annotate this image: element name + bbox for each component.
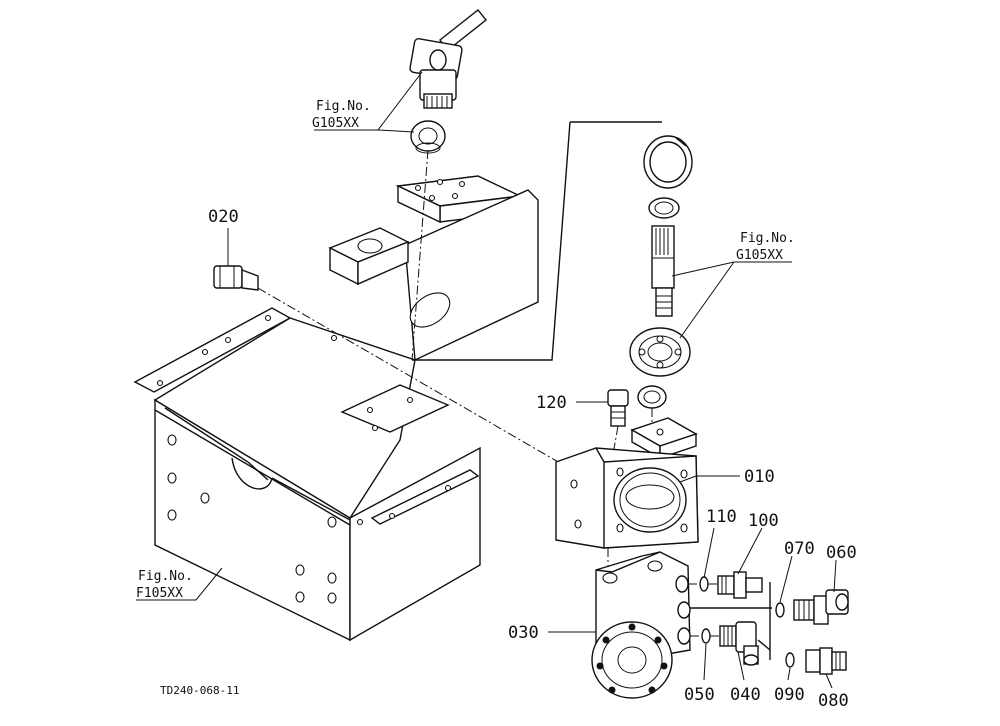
fig-ref-right-line2: G105XX — [736, 248, 783, 263]
part-020-bolt — [213, 265, 561, 464]
label-070: 070 — [784, 539, 815, 559]
frame-assembly — [133, 175, 539, 642]
fig-ref-right-line1: Fig.No. — [740, 231, 795, 246]
label-090: 090 — [774, 685, 805, 705]
fig-ref-left-line2: F105XX — [136, 586, 183, 601]
steering-column-joint — [409, 9, 487, 361]
part-030-steering-unit — [591, 551, 691, 699]
shaft-bearing-assembly — [412, 121, 693, 435]
figure-reference-labels: Fig.No. G105XX Fig.No. G105XX Fig.No. F1… — [136, 99, 795, 601]
leader-lines — [136, 71, 837, 689]
fig-ref-top-line1: Fig.No. — [316, 99, 371, 114]
label-050: 050 — [684, 685, 715, 705]
label-080: 080 — [818, 691, 849, 711]
part-010-bracket — [555, 417, 699, 566]
drawing-code: TD240-068-11 — [160, 684, 239, 697]
fittings-group — [688, 571, 849, 675]
fig-ref-top-line2: G105XX — [312, 116, 359, 131]
label-040: 040 — [730, 685, 761, 705]
label-060: 060 — [826, 543, 857, 563]
label-020: 020 — [208, 207, 239, 227]
part-number-labels: 020 120 010 030 110 100 070 060 050 040 … — [208, 207, 857, 711]
label-110: 110 — [706, 507, 737, 527]
label-030: 030 — [508, 623, 539, 643]
label-010: 010 — [744, 467, 775, 487]
label-120: 120 — [536, 393, 567, 413]
label-100: 100 — [748, 511, 779, 531]
part-120-stud — [607, 389, 629, 461]
fig-ref-left-line1: Fig.No. — [138, 569, 193, 584]
